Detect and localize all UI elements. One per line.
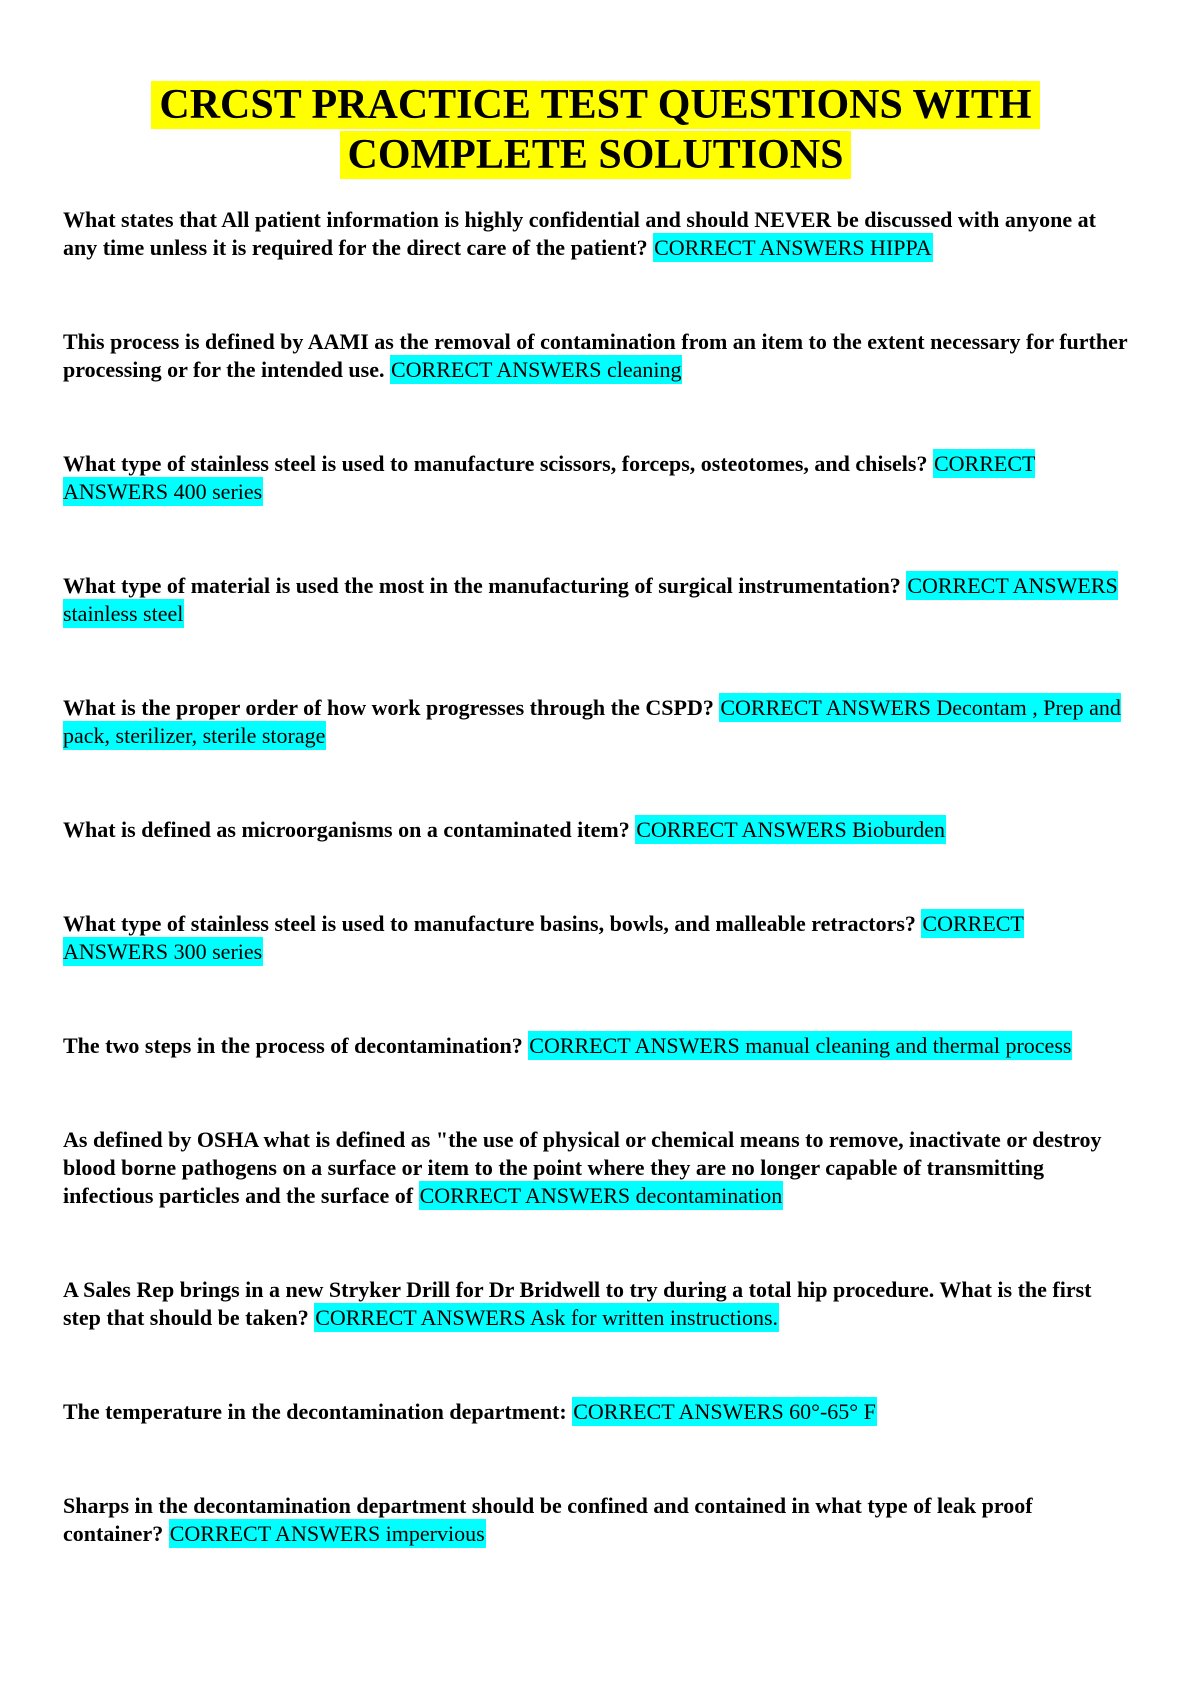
qa-item: A Sales Rep brings in a new Stryker Dril… <box>63 1276 1128 1332</box>
answer-highlight: CORRECT ANSWERS manual cleaning and ther… <box>528 1031 1073 1060</box>
qa-item: What is defined as microorganisms on a c… <box>63 815 1128 844</box>
qa-item: The two steps in the process of decontam… <box>63 1031 1128 1060</box>
question-text: What is the proper order of how work pro… <box>63 695 714 720</box>
question-text: The temperature in the decontamination d… <box>63 1399 567 1424</box>
question-text: What type of stainless steel is used to … <box>63 451 928 476</box>
qa-item: As defined by OSHA what is defined as "t… <box>63 1126 1128 1210</box>
qa-item: This process is defined by AAMI as the r… <box>63 328 1128 384</box>
question-text: As defined by OSHA what is defined as "t… <box>63 1127 1102 1208</box>
title-highlight-line-2: COMPLETE SOLUTIONS <box>339 131 852 179</box>
answer-highlight: CORRECT ANSWERS decontamination <box>418 1181 784 1210</box>
qa-item: What type of stainless steel is used to … <box>63 909 1128 966</box>
question-text: The two steps in the process of decontam… <box>63 1033 523 1058</box>
answer-highlight: CORRECT ANSWERS HIPPA <box>653 233 933 262</box>
question-text: Sharps in the decontamination department… <box>63 1493 1033 1546</box>
qa-item: The temperature in the decontamination d… <box>63 1397 1128 1426</box>
question-text: What is defined as microorganisms on a c… <box>63 817 630 842</box>
question-text: What type of stainless steel is used to … <box>63 911 916 936</box>
answer-highlight: CORRECT ANSWERS impervious <box>168 1519 486 1548</box>
answer-highlight: CORRECT ANSWERS Bioburden <box>635 815 947 844</box>
answer-highlight: CORRECT ANSWERS cleaning <box>389 355 683 384</box>
question-text: What type of material is used the most i… <box>63 573 901 598</box>
title-line: COMPLETE SOLUTIONS <box>63 130 1128 180</box>
title-highlight-line-1: CRCST PRACTICE TEST QUESTIONS WITH <box>151 81 1040 129</box>
qa-list: What states that All patient information… <box>63 206 1128 1548</box>
question-text: This process is defined by AAMI as the r… <box>63 329 1128 382</box>
answer-highlight: CORRECT ANSWERS Ask for written instruct… <box>314 1303 780 1332</box>
qa-item: What states that All patient information… <box>63 206 1128 262</box>
question-text: A Sales Rep brings in a new Stryker Dril… <box>63 1277 1092 1330</box>
answer-highlight: CORRECT ANSWERS 60°-65° F <box>572 1397 877 1426</box>
qa-item: What type of material is used the most i… <box>63 571 1128 628</box>
question-text: What states that All patient information… <box>63 207 1096 260</box>
qa-item: What is the proper order of how work pro… <box>63 693 1128 750</box>
qa-item: Sharps in the decontamination department… <box>63 1492 1128 1548</box>
qa-item: What type of stainless steel is used to … <box>63 449 1128 506</box>
document-title: CRCST PRACTICE TEST QUESTIONS WITH COMPL… <box>63 80 1128 180</box>
title-line: CRCST PRACTICE TEST QUESTIONS WITH <box>63 80 1128 130</box>
